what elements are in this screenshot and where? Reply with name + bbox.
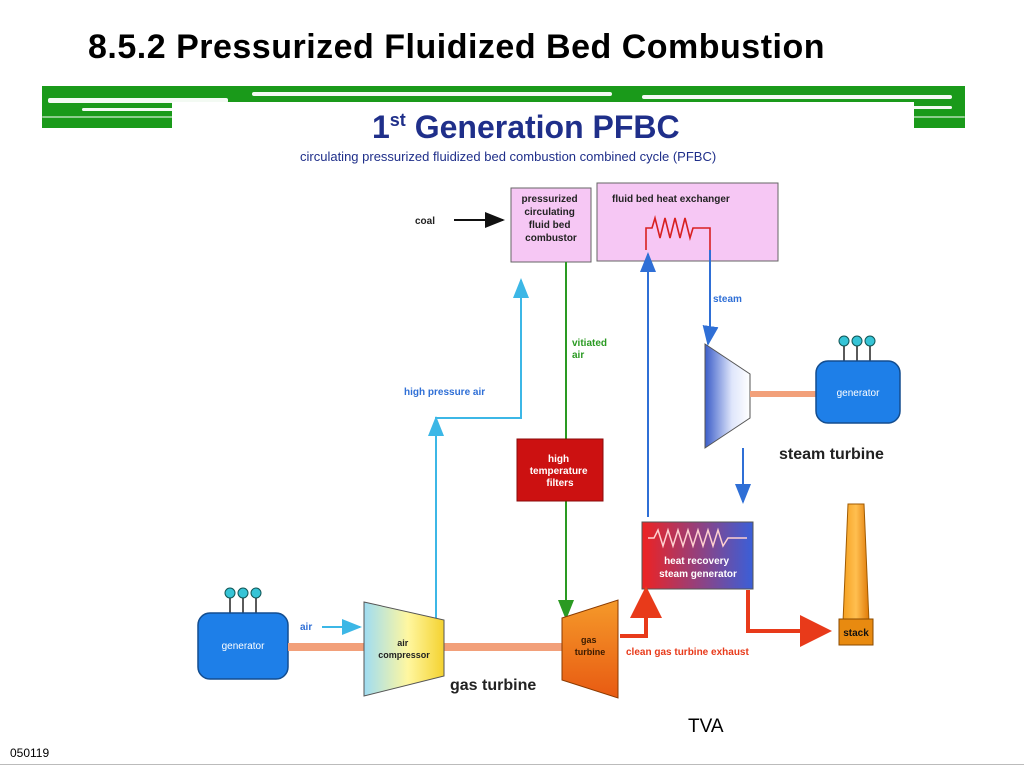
air-compressor-shape [363,601,445,697]
air-label: air [300,622,312,633]
generator-steam-label: generator [837,388,880,399]
air-compressor-label: air compressor [378,638,430,660]
steam-line [702,250,719,346]
combustor-label: pressurized circulating fluid bed combus… [522,194,581,244]
gas-shaft-middle [444,643,562,651]
diagram-subtitle: circulating pressurized fluidized bed co… [300,149,716,164]
gas-shaft-left [288,643,368,651]
vitiated-air-label: vitiated air [572,338,610,361]
pfbc-diagram: 1st Generation PFBC circulating pressuri… [197,109,901,699]
generator-steam-side: generator [815,335,901,424]
high-pressure-air-label: high pressure air [404,387,485,398]
exhaust-to-stack-line [746,590,832,647]
filters-label: high temperature filters [530,454,591,489]
source-credit: TVA [688,716,724,737]
combustor-box [510,187,592,263]
steam-turbine-shaft [750,391,816,397]
stack-label: stack [843,628,869,639]
pfbc-diagram-panel: 1st Generation PFBC circulating pressuri… [172,102,914,710]
heat-exchanger-coil [645,214,711,250]
gas-turbine-unit-label: gas turbine [575,635,606,657]
coal-label: coal [415,216,435,227]
diagram-title: 1st Generation PFBC [372,109,680,145]
hrsg-coil [648,527,747,549]
high-pressure-air-line [435,278,529,624]
gas-turbine-label: gas turbine [450,677,536,694]
slide-title: 8.5.2 Pressurized Fluidized Bed Combusti… [88,28,826,66]
generator-gas-label: generator [222,641,265,652]
steam-label: steam [713,294,742,305]
stack-base [838,618,874,646]
heat-exchanger-box [596,182,779,262]
steam-turbine-label: steam turbine [779,446,884,463]
filters-box [516,438,604,502]
heat-exchanger-label: fluid bed heat exchanger [612,194,730,205]
steam-turbine-shape [704,343,751,449]
generator-gas-side: generator [197,587,289,680]
hrsg-label: heat recovery steam generator [659,556,737,580]
slide-code: 050119 [10,746,50,760]
exhaust-label: clean gas turbine exhaust [626,647,749,658]
exhaust-to-hrsg-line [620,586,662,638]
gas-turbine-shape [561,599,619,699]
stack-chimney [842,503,870,623]
bottom-rule [0,764,1024,765]
